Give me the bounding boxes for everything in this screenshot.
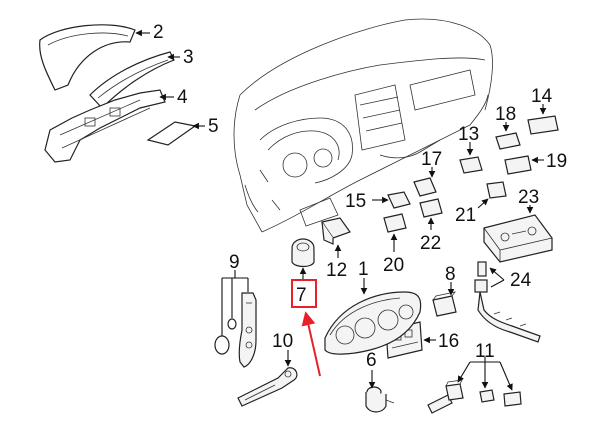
callout-5: 5 <box>208 116 219 137</box>
part-23-climate-panel <box>483 205 553 263</box>
callout-11: 11 <box>475 341 495 362</box>
part-8-sensor <box>432 282 457 317</box>
callout-6: 6 <box>366 350 377 371</box>
highlight-callout-7: 7 <box>291 279 321 377</box>
callout-23: 23 <box>518 187 539 208</box>
part-15-switch <box>372 191 411 209</box>
part-5-panel <box>146 121 205 146</box>
callout-2: 2 <box>153 22 164 43</box>
part-3-trim-strip <box>89 51 180 109</box>
part-4-bracket <box>44 89 174 163</box>
callout-9: 9 <box>229 252 240 273</box>
part-24-cable <box>474 261 541 343</box>
callout-4: 4 <box>177 87 188 108</box>
part-20-switch <box>383 213 407 252</box>
callout-24: 24 <box>510 270 532 291</box>
part-18-switch <box>495 122 521 150</box>
part-11-sensor <box>427 357 522 414</box>
callout-16: 16 <box>438 331 459 352</box>
callout-22: 22 <box>420 233 441 254</box>
part-13-switch <box>459 142 483 174</box>
part-7-knob <box>291 238 315 280</box>
callout-13: 13 <box>458 124 479 145</box>
callout-21: 21 <box>455 205 476 226</box>
callout-7: 7 <box>296 285 307 306</box>
part-21-switch <box>477 181 507 209</box>
part-10-key-blade <box>237 350 298 407</box>
callout-12: 12 <box>326 260 347 281</box>
part-22-switch <box>419 198 443 230</box>
callout-17: 17 <box>421 149 442 170</box>
callout-10: 10 <box>272 331 293 352</box>
callout-18: 18 <box>495 104 516 125</box>
part-17-switch <box>413 167 437 197</box>
callout-1: 1 <box>358 259 369 280</box>
highlight-arrow <box>301 311 321 377</box>
part-1-instrument-cluster <box>324 278 422 355</box>
part-2-cover <box>39 24 150 91</box>
part-14-switch <box>527 104 559 135</box>
callout-20: 20 <box>383 255 404 276</box>
callout-14: 14 <box>531 86 553 107</box>
dashboard-outline <box>233 18 493 233</box>
callout-8: 8 <box>445 264 456 285</box>
part-12-switch <box>321 217 351 258</box>
part-19-switch <box>504 155 544 175</box>
callout-15: 15 <box>345 191 366 212</box>
part-9-key <box>214 270 257 368</box>
callout-3: 3 <box>183 47 194 68</box>
highlight-box <box>291 279 317 308</box>
part-6-bulb-socket <box>365 370 395 413</box>
callout-19: 19 <box>546 151 567 172</box>
